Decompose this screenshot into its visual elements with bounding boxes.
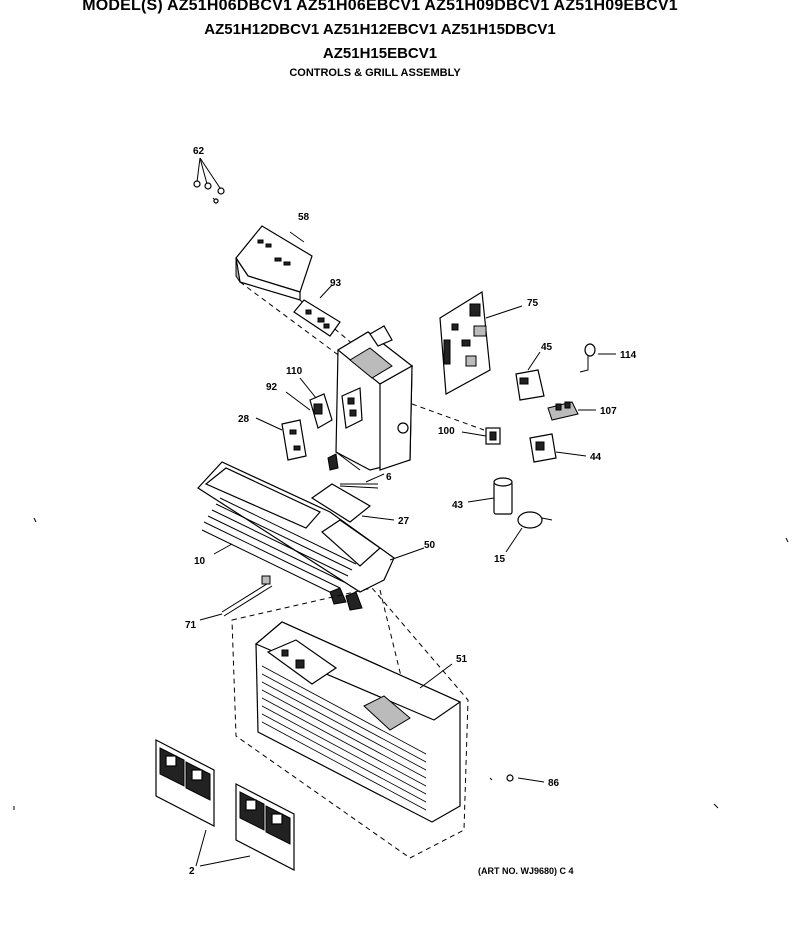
stray-marks xyxy=(13,517,789,810)
callout-110: 110 xyxy=(286,366,303,377)
part-110-92-switch xyxy=(285,377,333,429)
part-28-bracket xyxy=(255,417,307,461)
callout-86: 86 xyxy=(548,778,560,789)
callout-43: 43 xyxy=(452,500,464,511)
part-93-control-board xyxy=(293,284,341,337)
model-list-line-3: AZ51H15EBCV1 xyxy=(322,45,438,62)
callout-107: 107 xyxy=(600,406,617,417)
callout-71: 71 xyxy=(185,620,197,631)
part-100-bracket xyxy=(461,427,501,445)
callout-100: 100 xyxy=(438,426,455,437)
part-58-control-cover xyxy=(235,225,313,301)
callout-2: 2 xyxy=(189,866,195,877)
part-107-terminal-block xyxy=(547,401,596,421)
part-2-filters xyxy=(155,739,295,871)
part-15-strap xyxy=(505,511,553,553)
part-86-screw xyxy=(506,774,545,783)
callout-28: 28 xyxy=(238,414,250,425)
callout-58: 58 xyxy=(298,212,310,223)
part-71-rod xyxy=(199,575,273,621)
art-number: (ART NO. WJ9680) C 4 xyxy=(478,866,574,876)
part-114-clip xyxy=(579,343,616,373)
part-44-capacitor xyxy=(529,433,587,463)
callout-75: 75 xyxy=(527,298,539,309)
part-43-run-capacitor xyxy=(467,477,513,515)
assembly-title: CONTROLS & GRILL ASSEMBLY xyxy=(289,67,461,79)
callout-62: 62 xyxy=(193,146,205,157)
callout-15: 15 xyxy=(494,554,506,565)
model-list-line-1: MODEL(S) AZ51H06DBCV1 AZ51H06EBCV1 AZ51H… xyxy=(82,0,678,14)
part-51-front-cabinet xyxy=(231,587,469,859)
callout-44: 44 xyxy=(590,452,602,463)
callout-45: 45 xyxy=(541,342,553,353)
callout-51: 51 xyxy=(456,654,468,665)
part-27-panel xyxy=(310,483,395,523)
callout-114: 114 xyxy=(620,350,637,361)
control-bracket xyxy=(327,325,414,471)
callout-92: 92 xyxy=(266,382,278,393)
callout-93: 93 xyxy=(330,278,342,289)
part-75-circuit-board xyxy=(439,290,523,395)
callout-50: 50 xyxy=(424,540,436,551)
part-45-relay xyxy=(515,351,545,401)
callout-6: 6 xyxy=(386,472,392,483)
part-62-screws xyxy=(193,157,225,204)
callout-27: 27 xyxy=(398,516,410,527)
part-50-top-grill xyxy=(197,461,425,593)
part-10-louvres xyxy=(201,497,363,611)
callout-10: 10 xyxy=(194,556,206,567)
part-6-cable xyxy=(339,473,385,489)
model-list-line-2: AZ51H12DBCV1 AZ51H12EBCV1 AZ51H15DBCV1 xyxy=(204,21,556,38)
